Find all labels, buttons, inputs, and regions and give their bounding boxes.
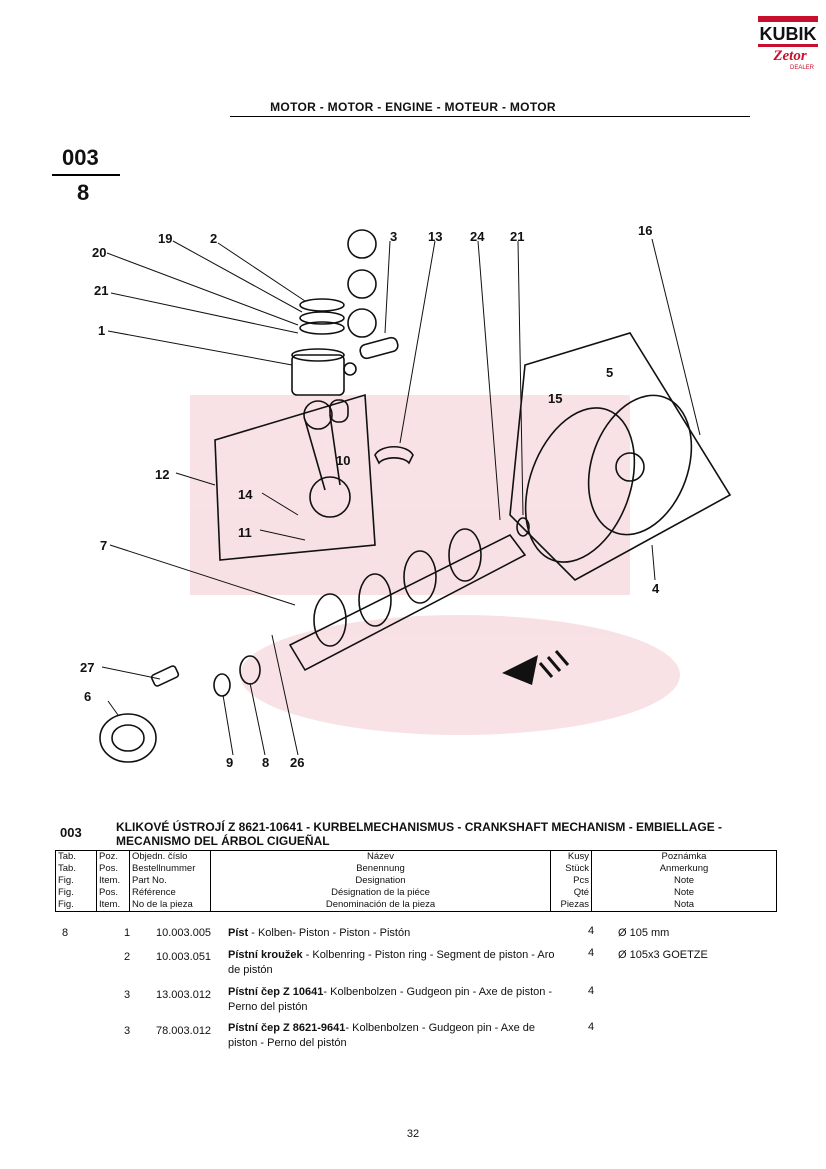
row-description: Pístní čep Z 8621-9641- Kolbenbolzen - G…: [228, 1022, 535, 1049]
callout-13: 13: [428, 229, 442, 244]
ring-detail-2: [347, 269, 377, 299]
row-pos: 2: [124, 951, 131, 963]
callout-19: 19: [158, 231, 172, 246]
callout-15: 15: [548, 391, 562, 406]
row-fig: 8: [62, 927, 69, 939]
callout-27: 27: [80, 660, 94, 675]
section-divider: [52, 174, 120, 176]
callout-6: 6: [84, 689, 91, 704]
callout-14: 14: [238, 487, 253, 502]
key: [150, 665, 180, 687]
callout-16: 16: [638, 223, 652, 238]
pulley: [99, 713, 157, 763]
parts-list-code: 003: [60, 825, 82, 840]
parts-table-header: Tab.Tab.Fig.Fig.Fig. Poz.Pos.Item.Pos.It…: [55, 850, 777, 912]
callout-7: 7: [100, 538, 107, 553]
flywheel: [587, 394, 693, 536]
callout-8: 8: [262, 755, 269, 770]
row-part-number: 10.003.005: [156, 927, 212, 939]
crankshaft-exploded-diagram: 20 19 2 3 13 24 21 16 21 1 5 15 10 12 14…: [80, 223, 732, 770]
row-pos: 1: [124, 927, 131, 939]
ring-gear: [524, 407, 636, 563]
row-qty: 4: [588, 925, 595, 937]
section-number: 003: [62, 145, 99, 170]
seal: [516, 517, 530, 537]
callout-3: 3: [390, 229, 397, 244]
kubik-zetor-logo: KUBIK Zetor DEALER: [758, 16, 818, 71]
figure-number: 8: [77, 180, 90, 205]
direction-arrow: [502, 655, 538, 685]
row-qty: 4: [588, 947, 595, 959]
callout-21: 21: [94, 283, 108, 298]
page-number: 32: [406, 1128, 420, 1140]
ring-detail-3: [347, 308, 377, 338]
callout-5: 5: [606, 365, 613, 380]
page-header-title: MOTOR - MOTOR - ENGINE - MOTEUR - MOTOR: [270, 100, 556, 114]
piston: [291, 354, 345, 396]
logo-small-text: DEALER: [790, 65, 815, 71]
bush-10: [329, 399, 349, 423]
crankshaft: [288, 533, 527, 672]
row-description: Pístní kroužek - Kolbenring - Piston rin…: [228, 949, 555, 976]
connecting-rod-frame: [214, 393, 376, 561]
piston-ring-20: [299, 321, 345, 335]
gudgeon-pin: [359, 336, 399, 360]
callout-24: 21: [510, 229, 524, 244]
row-pos: 3: [124, 989, 131, 1001]
bearing-shell: [374, 445, 414, 465]
row-note: Ø 105 mm: [618, 927, 670, 939]
col-pos: Poz.Pos.Item.Pos.Item.: [96, 850, 130, 912]
row-description: Pístní čep Z 10641- Kolbenbolzen - Gudge…: [228, 986, 553, 1013]
row-part-number: 13.003.012: [156, 989, 212, 1001]
callout-26: 26: [290, 755, 304, 770]
callout-11: 11: [238, 525, 252, 540]
flywheel-frame: [509, 332, 732, 581]
logo-bottom-text: Zetor: [772, 48, 806, 64]
parts-list-title: KLIKOVÉ ÚSTROJÍ Z 8621-10641 - KURBELMEC…: [116, 820, 723, 848]
callout-4: 4: [652, 581, 660, 596]
col-fig: Tab.Tab.Fig.Fig.Fig.: [55, 850, 97, 912]
row-note: Ø 105x3 GOETZE: [618, 949, 708, 961]
row-qty: 4: [588, 985, 595, 997]
ring-detail-1: [347, 229, 377, 259]
row-pos: 3: [124, 1025, 131, 1037]
piston-ring-19: [299, 311, 345, 325]
row-description: Píst - Kolben- Piston - Piston - Pistón: [228, 927, 411, 939]
row-part-number: 78.003.012: [156, 1025, 212, 1037]
gear-9: [213, 673, 231, 697]
callout-20: 20: [92, 245, 106, 260]
row-qty: 4: [588, 1021, 595, 1033]
row-part-number: 10.003.051: [156, 951, 212, 963]
piston-ring-2: [299, 298, 345, 312]
header-divider: [230, 116, 750, 117]
callout-9: 9: [226, 755, 233, 770]
callout-2: 2: [210, 231, 217, 246]
callout-1: 1: [98, 323, 105, 338]
callout-25: 24: [470, 229, 485, 244]
callout-10: 10: [336, 453, 350, 468]
callout-12: 12: [155, 467, 169, 482]
logo-top-text: KUBIK: [760, 24, 817, 44]
